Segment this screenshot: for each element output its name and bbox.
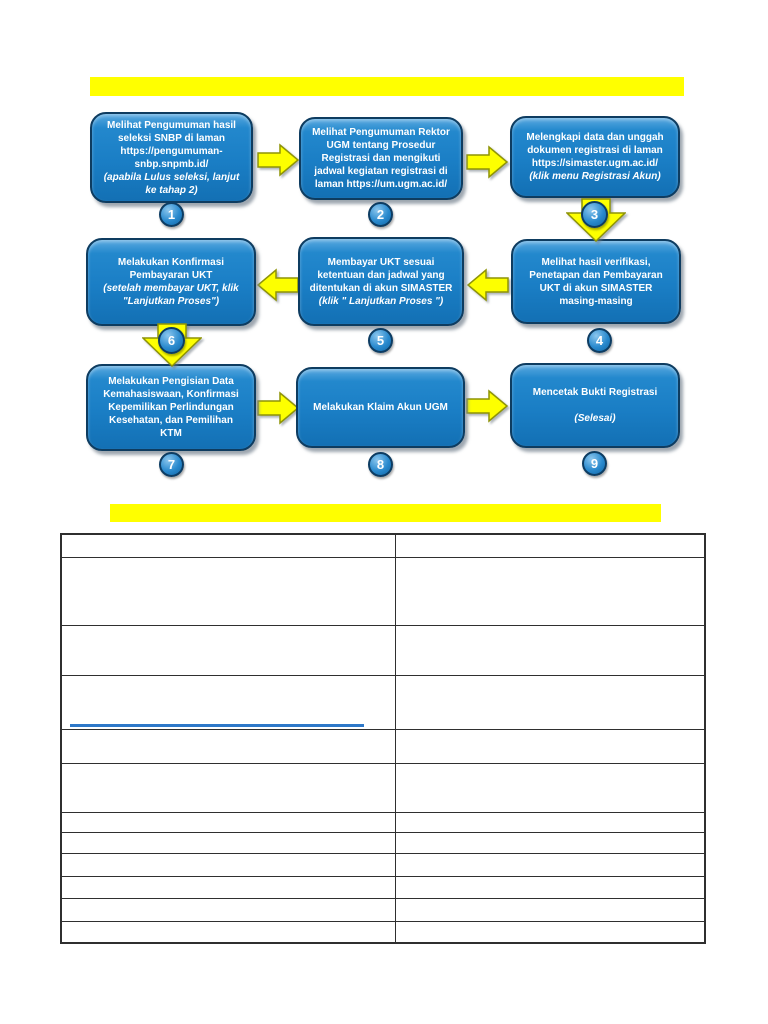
flow-step-6-note: (setelah membayar UKT, klik "Lanjutkan P… — [103, 283, 239, 307]
arrow-left-icon — [257, 268, 299, 302]
table-row — [62, 812, 704, 832]
table-cell — [396, 730, 704, 763]
step-number-badge: 4 — [587, 328, 612, 353]
flow-step-2-box: Melihat Pengumuman Rektor UGM tentang Pr… — [299, 117, 463, 200]
flow-step-1-box: Melihat Pengumuman hasil seleksi SNBP di… — [90, 112, 253, 203]
table-cell — [396, 813, 704, 832]
flow-step-6-text: Melakukan Konfirmasi Pembayaran UKT — [117, 257, 225, 281]
table-row — [62, 921, 704, 942]
arrow-right-icon — [466, 389, 508, 423]
flow-step-7-text: Melakukan Pengisian Data Kemahasiswaan, … — [103, 376, 239, 439]
table-cell — [62, 813, 396, 832]
arrow-right-icon — [257, 391, 299, 425]
flow-step-4-text: Melihat hasil verifikasi, Penetapan dan … — [529, 256, 663, 307]
flow-step-1-text: Melihat Pengumuman hasil seleksi SNBP di… — [107, 119, 236, 170]
table-cell — [62, 922, 396, 942]
flow-step-7-box: Melakukan Pengisian Data Kemahasiswaan, … — [86, 364, 256, 451]
table-row — [62, 853, 704, 876]
arrow-left-icon — [467, 268, 509, 302]
highlight-bar-top — [90, 77, 684, 96]
table-cell — [396, 558, 704, 625]
table-cell — [396, 922, 704, 942]
flow-step-3-note: (klik menu Registrasi Akun) — [529, 171, 661, 182]
table-cell — [62, 535, 396, 557]
table-row — [62, 557, 704, 625]
step-number-badge: 2 — [368, 202, 393, 227]
flow-step-1-note: (apabila Lulus seleksi, lanjut ke tahap … — [103, 171, 240, 196]
step-number-badge: 9 — [582, 451, 607, 476]
flow-step-8-box: Melakukan Klaim Akun UGM — [296, 367, 465, 448]
table-cell — [62, 854, 396, 876]
step-number-badge: 5 — [368, 328, 393, 353]
flow-step-5-text: Membayar UKT sesuai ketentuan dan jadwal… — [309, 256, 453, 294]
step-number-badge: 7 — [159, 452, 184, 477]
flow-step-9-note: (Selesai) — [574, 413, 616, 424]
table-cell — [62, 626, 396, 675]
flow-step-6-box: Melakukan Konfirmasi Pembayaran UKT (set… — [86, 238, 256, 326]
step-number-badge: 6 — [158, 327, 185, 354]
table-row — [62, 729, 704, 763]
flow-step-9-box: Mencetak Bukti Registrasi (Selesai) — [510, 363, 680, 448]
table-row — [62, 675, 704, 729]
table-row — [62, 832, 704, 853]
table-cell — [396, 899, 704, 921]
table-cell — [62, 764, 396, 812]
table-row — [62, 625, 704, 675]
highlight-bar-middle — [110, 504, 661, 522]
registration-table — [60, 533, 706, 944]
table-cell — [396, 626, 704, 675]
table-cell — [396, 676, 704, 729]
flow-step-8-text: Melakukan Klaim Akun UGM — [313, 402, 448, 413]
table-cell — [62, 730, 396, 763]
table-cell — [396, 877, 704, 898]
table-row — [62, 898, 704, 921]
table-cell — [62, 899, 396, 921]
step-number-badge: 3 — [581, 201, 608, 228]
table-cell — [62, 676, 396, 729]
table-row — [62, 876, 704, 898]
table-cell — [62, 833, 396, 853]
table-cell — [396, 764, 704, 812]
flow-step-5-note: (klik " Lanjutkan Proses ") — [318, 295, 444, 307]
flow-step-9-text: Mencetak Bukti Registrasi — [532, 387, 658, 398]
flow-step-4-box: Melihat hasil verifikasi, Penetapan dan … — [511, 239, 681, 324]
step-number-badge: 8 — [368, 452, 393, 477]
table-cell — [62, 558, 396, 625]
table-cell — [62, 877, 396, 898]
table-cell — [396, 535, 704, 557]
arrow-right-icon — [466, 145, 508, 179]
empty-link-underline[interactable] — [70, 724, 364, 727]
table-cell — [396, 854, 704, 876]
step-number-badge: 1 — [159, 202, 184, 227]
flow-step-3-box: Melengkapi data dan unggah dokumen regis… — [510, 116, 680, 198]
table-cell — [396, 833, 704, 853]
table-row — [62, 535, 704, 557]
flow-step-3-text: Melengkapi data dan unggah dokumen regis… — [526, 132, 664, 169]
table-row — [62, 763, 704, 812]
arrow-right-icon — [257, 143, 299, 177]
flow-step-5-box: Membayar UKT sesuai ketentuan dan jadwal… — [298, 237, 464, 326]
flow-step-2-text: Melihat Pengumuman Rektor UGM tentang Pr… — [312, 127, 450, 190]
